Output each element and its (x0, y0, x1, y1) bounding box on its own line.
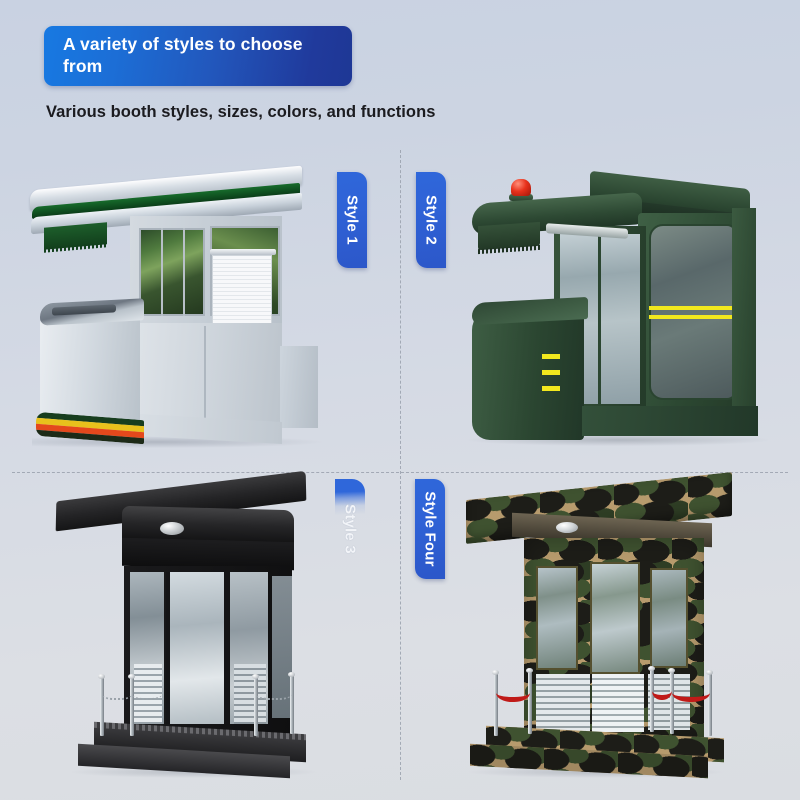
glass-panel-left (536, 566, 578, 670)
reflective-stripe (649, 306, 737, 310)
red-beacon-light (511, 179, 531, 196)
stanchion-cap (668, 668, 675, 673)
stanchion-post (670, 672, 674, 734)
style-badge-2-label: Style 2 (422, 195, 440, 245)
vertical-divider (400, 150, 401, 780)
louver-vent-left (536, 674, 590, 732)
page-title-line-1: A variety of styles to choose (63, 34, 303, 54)
style-badge-4-label: Style Four (421, 491, 439, 567)
door-post (166, 572, 170, 724)
window-mullion (161, 228, 163, 316)
dome-light (556, 522, 578, 533)
door-center-post (598, 234, 601, 404)
stanchion-post (650, 670, 654, 732)
stanchion-cap (492, 670, 499, 675)
window-glass-left (139, 228, 205, 316)
base-plinth (582, 406, 758, 436)
style-badge-1[interactable]: Style 1 (337, 172, 367, 268)
stanchion-cap (128, 674, 135, 679)
stanchion-post (528, 672, 532, 734)
style-badge-4[interactable]: Style Four (415, 479, 445, 579)
style-badge-1-label: Style 1 (343, 195, 361, 245)
product-image-style-3 (38, 470, 350, 780)
large-window-glass (649, 224, 737, 400)
stanchion-cap (252, 674, 259, 679)
style-badge-3-label: Style 3 (341, 504, 359, 554)
stanchion-post (290, 676, 294, 734)
side-wing-panel (280, 346, 318, 428)
reflective-tick (542, 354, 560, 359)
style-badge-3[interactable]: Style 3 (335, 479, 365, 579)
stanchion-post (100, 678, 104, 736)
stanchion-cap (648, 666, 655, 671)
product-cell-style-3[interactable] (38, 470, 350, 780)
stanchion-cap (706, 670, 713, 675)
wall-panel-seam (204, 326, 206, 422)
red-velvet-rope (672, 682, 710, 702)
page-title-badge: A variety of styles to choose from (44, 26, 352, 86)
stanchion-post (254, 678, 258, 736)
service-counter-body (40, 310, 140, 428)
stanchion-cap (288, 672, 295, 677)
barrier-chain (102, 686, 132, 700)
roller-blind (212, 255, 272, 327)
stanchion-cap (526, 668, 533, 673)
louver-vent-center (592, 674, 644, 732)
barrier-chain (256, 686, 292, 700)
glass-panel-center (590, 562, 640, 674)
product-image-style-1 (18, 165, 338, 468)
stanchion-cap (98, 674, 105, 679)
stanchion-post (708, 674, 712, 736)
barrier-chain (132, 686, 162, 700)
door-post (224, 572, 229, 724)
beacon-base (509, 194, 533, 201)
product-cell-style-1[interactable] (18, 165, 338, 468)
glass-panel-right (650, 568, 688, 668)
product-image-style-4 (452, 472, 782, 780)
product-cell-style-2[interactable] (450, 168, 780, 468)
curved-counter-body (472, 308, 584, 440)
stanchion-post (494, 674, 498, 736)
style-badge-2[interactable]: Style 2 (416, 172, 446, 268)
stanchion-post (130, 678, 134, 736)
reflective-tick (542, 370, 560, 375)
dome-light (160, 522, 184, 535)
red-velvet-rope (652, 680, 672, 700)
roller-blind-rail (210, 249, 276, 255)
glass-panel-far (272, 576, 292, 718)
page-subtitle: Various booth styles, sizes, colors, and… (46, 103, 436, 121)
corner-column (732, 208, 756, 420)
page-title-line-2: from (63, 55, 103, 76)
reflective-stripe (649, 315, 737, 319)
red-velvet-rope (496, 682, 530, 702)
reflective-tick (542, 386, 560, 391)
glass-panel-center (170, 572, 224, 724)
booth-lower-wall (130, 323, 282, 425)
product-image-style-2 (450, 168, 780, 468)
product-cell-style-4[interactable] (452, 472, 782, 780)
window-mullion (183, 228, 185, 316)
